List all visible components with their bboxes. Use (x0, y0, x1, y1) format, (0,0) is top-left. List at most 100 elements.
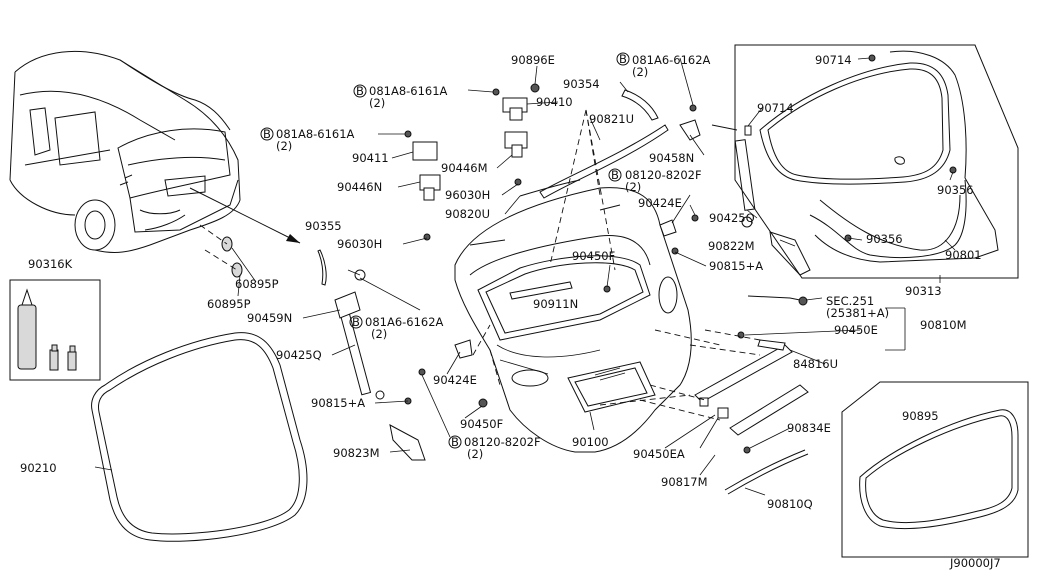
hinge-90446N (419, 174, 441, 201)
label-90316K: 90316K (28, 257, 73, 271)
molding-84816U (694, 344, 793, 403)
label-90425Q: 90425Q (709, 211, 755, 225)
strip-90810Q (724, 449, 806, 491)
vehicle-pointer-arrow (189, 187, 301, 244)
label-84816U: 84816U (793, 357, 838, 371)
label-60895P: 60895P (235, 277, 279, 291)
label-081A6-6162A: 081A6-6162A (365, 315, 444, 329)
molding-upper (889, 50, 967, 179)
label-25381+A: (25381+A) (826, 306, 889, 320)
glass-box-90895-outline (841, 381, 1029, 558)
sealant-kit (17, 288, 77, 371)
label-90714: 90714 (757, 101, 794, 115)
label-J90000J7: J90000J7 (949, 556, 1001, 570)
label-081A6-6162A: 081A6-6162A (632, 53, 711, 67)
label-90356: 90356 (866, 232, 903, 246)
hinge-90410 (492, 88, 528, 121)
spoiler-90821U (539, 124, 669, 199)
seal-90895 (859, 409, 1019, 530)
label-08120-8202F: 08120-8202F (464, 435, 541, 449)
bolt-marker-icon: B (356, 84, 364, 98)
label-90356: 90356 (937, 183, 974, 197)
label-08120-8202F: 08120-8202F (625, 168, 702, 182)
label-90815+A: 90815+A (709, 259, 763, 273)
label-96030H: 96030H (337, 237, 382, 251)
kit-90316K-box (9, 279, 101, 381)
label-90410: 90410 (536, 95, 573, 109)
glass-group-90313-outline (734, 44, 1019, 279)
label-90459N: 90459N (247, 311, 292, 325)
label-qty: (2) (467, 447, 483, 461)
bolt-marker-icon: B (611, 168, 619, 182)
grommet-60895P (231, 262, 243, 278)
dashed-connectors (472, 109, 761, 421)
seal-90210 (91, 332, 308, 542)
label-90424E: 90424E (638, 196, 682, 210)
molding-90817M (729, 384, 809, 436)
label-90355: 90355 (305, 219, 342, 233)
label-qty: (2) (276, 139, 292, 153)
strip-90354 (621, 89, 659, 121)
back-door-90100 (454, 187, 692, 453)
gas-strut-90425Q (679, 104, 756, 228)
label-60895P: 60895P (207, 297, 251, 311)
molding-90822M (769, 231, 811, 276)
bolt-marker-icon: B (619, 52, 627, 66)
label-90450E: 90450E (834, 323, 878, 337)
label-90801: 90801 (945, 248, 982, 262)
label-90821U: 90821U (589, 112, 634, 126)
label-90895: 90895 (902, 409, 939, 423)
label-90714: 90714 (815, 53, 852, 67)
label-081A8-6161A: 081A8-6161A (369, 84, 448, 98)
bracket-90424E-left (454, 339, 473, 359)
bracket-90823M (389, 424, 426, 461)
label-90313: 90313 (905, 284, 942, 298)
harness-sec251 (747, 295, 801, 301)
fastener-90896E (530, 83, 540, 93)
label-90458N: 90458N (649, 151, 694, 165)
label-90425Q: 90425Q (276, 348, 322, 362)
label-qty: (2) (369, 96, 385, 110)
hinge-90446M (504, 131, 528, 158)
label-90446M: 90446M (441, 161, 488, 175)
label-sec-251: SEC.251 (826, 294, 874, 308)
label-90450EA: 90450EA (633, 447, 685, 461)
label-90210: 90210 (20, 461, 57, 475)
label-qty: (2) (625, 180, 641, 194)
label-90810M: 90810M (920, 318, 967, 332)
finisher-90820U (519, 179, 581, 197)
label-90823M: 90823M (333, 446, 380, 460)
bolt-marker-icon: B (352, 315, 360, 329)
back-window-glass-90801 (759, 62, 967, 259)
label-90810Q: 90810Q (767, 497, 813, 511)
label-90354: 90354 (563, 77, 600, 91)
label-90100: 90100 (572, 435, 609, 449)
label-90834E: 90834E (787, 421, 831, 435)
label-90822M: 90822M (708, 239, 755, 253)
part-labels: 90896E 081A6-6162A (2) 90714 90354 081A8… (20, 53, 1001, 570)
label-90817M: 90817M (661, 475, 708, 489)
vehicle-illustration (9, 50, 241, 253)
strip-90355 (317, 249, 327, 286)
label-qty: (2) (371, 327, 387, 341)
bolt-marker-icon: B (263, 127, 271, 141)
label-96030H: 96030H (445, 188, 490, 202)
arrow-head (286, 234, 300, 243)
leader-lines (94, 57, 956, 496)
label-90820U: 90820U (445, 207, 490, 221)
label-90411: 90411 (352, 151, 389, 165)
label-90896E: 90896E (511, 53, 555, 67)
label-90424E: 90424E (433, 373, 477, 387)
label-081A8-6161A: 081A8-6161A (276, 127, 355, 141)
label-90815+A: 90815+A (311, 396, 365, 410)
bolt-marker-icons: B B B B B B (260, 52, 630, 449)
bolt-marker-icon: B (451, 435, 459, 449)
label-qty: (2) (632, 65, 648, 79)
hinge-90411 (404, 130, 438, 161)
label-90446N: 90446N (337, 180, 382, 194)
label-90911N: 90911N (533, 297, 578, 311)
bracket-90424E (659, 219, 677, 237)
label-90450F: 90450F (460, 417, 503, 431)
label-90450F: 90450F (572, 249, 615, 263)
